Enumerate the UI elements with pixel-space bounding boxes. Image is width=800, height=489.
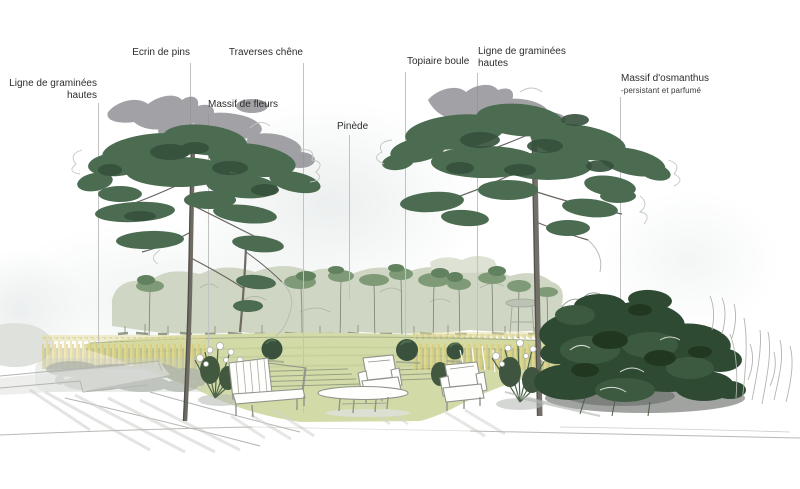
canopy-outline-squiggles bbox=[71, 122, 321, 265]
dark-foliage-accents bbox=[98, 142, 279, 221]
armchair-right bbox=[439, 361, 506, 438]
coffee-table bbox=[317, 385, 410, 417]
label-massif-de-fleurs: Massif de fleurs bbox=[208, 99, 278, 111]
osmanthus-shrub bbox=[504, 289, 746, 417]
flowerbed-left bbox=[194, 342, 246, 406]
label-text: Pinède bbox=[337, 121, 369, 132]
garden-furniture bbox=[228, 354, 506, 441]
label-traverses-chene: Traverses chêne bbox=[229, 47, 303, 59]
distant-trunk-dashes bbox=[124, 324, 536, 336]
label-ecrin-de-pins: Ecrin de pins bbox=[132, 47, 190, 59]
label-topiaire-boule: Topiaire boule bbox=[407, 56, 469, 68]
pine-tree-left bbox=[71, 95, 321, 422]
pinede-small-pines bbox=[136, 264, 558, 340]
label-text: Ligne de graminées bbox=[9, 78, 97, 89]
label-pinede: Pinède bbox=[337, 121, 368, 133]
label-text: Traverses chêne bbox=[228, 47, 303, 58]
label-massif-osmanthus: Massif d'osmanthus -persistant et parfum… bbox=[621, 73, 709, 95]
topiary-ball bbox=[446, 342, 464, 360]
terrace-shadow-streaks bbox=[29, 388, 241, 454]
pencil-grasses-right bbox=[709, 295, 793, 405]
label-text: Ecrin de pins bbox=[132, 47, 190, 58]
label-text: hautes bbox=[478, 57, 509, 69]
sub-trunk bbox=[238, 245, 248, 333]
topiary-ball bbox=[261, 338, 283, 360]
topiary-balls bbox=[261, 338, 465, 364]
label-subtext: -persistant et parfumé bbox=[621, 85, 702, 95]
label-text: Massif d'osmanthus bbox=[621, 73, 710, 84]
label-graminees-right: Ligne de graminées hautes bbox=[478, 46, 566, 69]
label-text: Massif de fleurs bbox=[208, 99, 279, 110]
label-graminees-left: Ligne de graminées hautes bbox=[9, 78, 97, 101]
label-text: Topiaire boule bbox=[407, 56, 470, 67]
bistro-table-sketch bbox=[505, 298, 539, 335]
dark-foliage-accents bbox=[446, 114, 614, 176]
canopy-outline-squiggles bbox=[376, 87, 681, 225]
pine-tree-right bbox=[376, 84, 681, 417]
leader-lines bbox=[98, 63, 621, 413]
terrace-edge-lines bbox=[0, 426, 800, 439]
label-text: hautes bbox=[66, 89, 97, 101]
wall-left-sketch bbox=[0, 360, 301, 454]
label-text: Ligne de graminées bbox=[478, 46, 566, 57]
